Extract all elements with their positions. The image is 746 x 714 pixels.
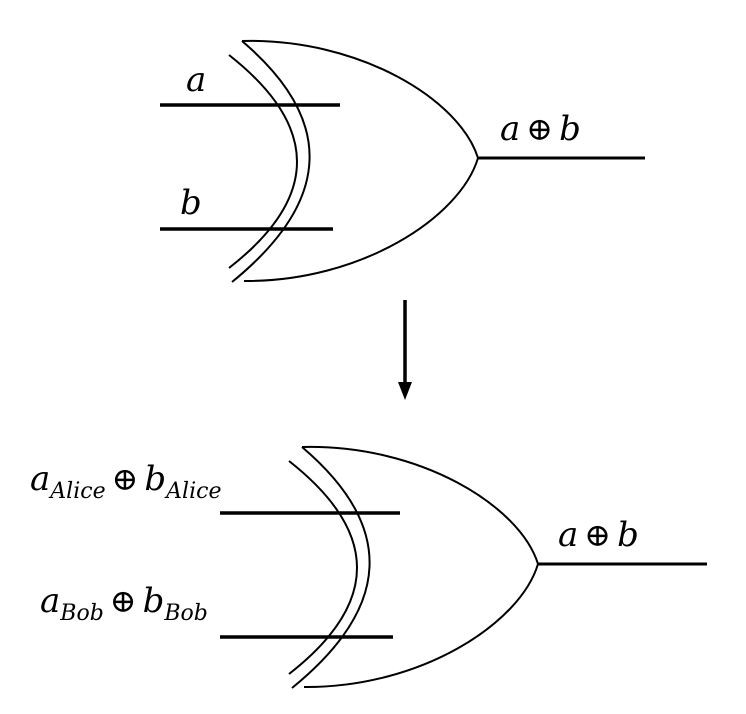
down-arrow-icon bbox=[398, 300, 412, 400]
bottom-xor-gate bbox=[220, 445, 707, 689]
a-var: a bbox=[40, 581, 61, 621]
label-output-bottom: a⊕b bbox=[558, 518, 639, 552]
xor-symbol: ⊕ bbox=[526, 110, 554, 148]
label-output-top: a⊕b bbox=[500, 112, 581, 146]
label-input-a: a bbox=[186, 60, 207, 100]
a-subscript: Alice bbox=[50, 479, 106, 504]
xor-symbol: ⊕ bbox=[584, 516, 612, 554]
xor-symbol: ⊕ bbox=[109, 582, 137, 620]
a-subscript: Bob bbox=[60, 601, 104, 626]
top-xor-gate bbox=[160, 39, 645, 283]
output-a: a bbox=[500, 109, 521, 149]
b-subscript: Alice bbox=[166, 479, 222, 504]
b-var: b bbox=[142, 581, 165, 621]
xor-symbol: ⊕ bbox=[111, 460, 139, 498]
b-subscript: Bob bbox=[164, 601, 208, 626]
label-input-b: b bbox=[180, 183, 202, 223]
output-b: b bbox=[617, 515, 639, 555]
output-b: b bbox=[559, 109, 581, 149]
output-a: a bbox=[558, 515, 579, 555]
label-input-alice: aAlice⊕bAlice bbox=[30, 462, 221, 503]
a-var: a bbox=[30, 459, 51, 499]
b-var: b bbox=[144, 459, 167, 499]
label-input-bob: aBob⊕bBob bbox=[40, 584, 208, 625]
